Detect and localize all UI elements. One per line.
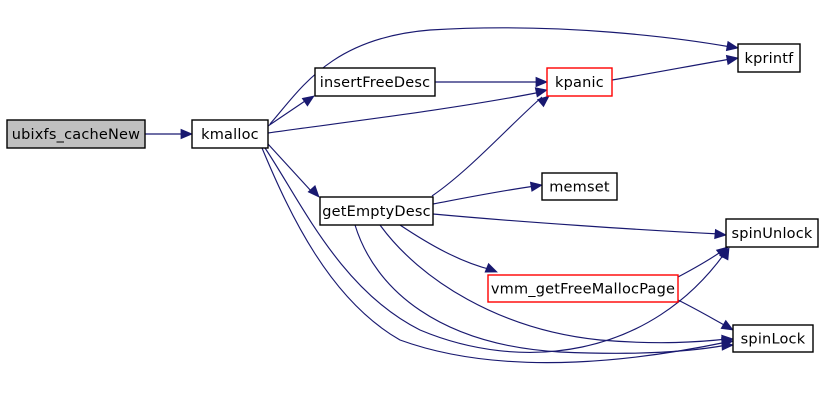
node-layer: ubixfs_cacheNew kmalloc insertFreeDesc kpan…	[6, 43, 819, 353]
arrowhead-kmalloc->kpanic	[534, 87, 549, 98]
node-box-memset[interactable]	[541, 172, 618, 201]
node-spinLock[interactable]: spinLock	[732, 324, 814, 353]
arrowhead-kmalloc->insertFreeDesc	[301, 95, 315, 107]
edge-kmalloc-to-kprintf	[269, 27, 732, 125]
node-box-spinUnlock[interactable]	[725, 218, 819, 248]
node-spinUnlock[interactable]: spinUnlock	[725, 218, 819, 248]
arrowhead-getEmptyDesc->spinLock2	[721, 340, 735, 351]
node-label-spinUnlock: spinUnlock	[731, 226, 812, 242]
node-box-ubixfs_cacheNew[interactable]	[6, 119, 146, 149]
edge-kmalloc-to-getEmptyDesc	[267, 143, 313, 193]
arrowhead-getEmptyDesc->kpanic	[536, 95, 550, 108]
node-kpanic[interactable]: kpanic	[546, 67, 613, 97]
node-box-kprintf[interactable]	[737, 43, 801, 73]
node-kmalloc[interactable]: kmalloc	[191, 119, 269, 149]
edge-kpanic-to-kprintf	[611, 58, 732, 81]
node-label-vmm_getFreeMallocPage: vmm_getFreeMallocPage	[491, 282, 675, 298]
arrowhead-kmalloc->kprintf	[725, 40, 740, 52]
node-box-vmm_getFreeMallocPage[interactable]	[487, 274, 679, 303]
node-label-getEmptyDesc: getEmptyDesc	[322, 204, 431, 220]
node-label-kprintf: kprintf	[745, 51, 795, 67]
edge-getEmptyDesc-to-memset	[432, 185, 537, 205]
arrowhead-layer	[180, 40, 740, 351]
edge-kmalloc-to-insertFreeDesc	[267, 98, 309, 127]
node-getEmptyDesc[interactable]: getEmptyDesc	[319, 196, 434, 226]
arrowhead-getEmptyDesc->spinUnlock	[714, 228, 728, 240]
node-insertFreeDesc[interactable]: insertFreeDesc	[314, 67, 436, 97]
node-box-getEmptyDesc[interactable]	[319, 196, 434, 226]
node-label-kpanic: kpanic	[555, 75, 604, 91]
node-box-kmalloc[interactable]	[191, 119, 269, 149]
node-label-spinLock: spinLock	[741, 332, 806, 348]
edge-getEmptyDesc-to-vmm_getFreeMallocPage	[399, 224, 493, 271]
arrowhead-vmm->spinLock	[720, 319, 734, 331]
node-ubixfs_cacheNew[interactable]: ubixfs_cacheNew	[6, 119, 146, 149]
node-vmm_getFreeMallocPage[interactable]: vmm_getFreeMallocPage	[487, 274, 679, 303]
node-label-ubixfs_cacheNew: ubixfs_cacheNew	[12, 127, 140, 143]
edge-getEmptyDesc-to-kpanic	[431, 96, 543, 197]
edge-kmalloc-to-spinUnlock	[264, 147, 728, 353]
node-box-spinLock[interactable]	[732, 324, 814, 353]
node-label-insertFreeDesc: insertFreeDesc	[320, 75, 431, 91]
edge-kmalloc-to-spinLock	[261, 147, 728, 364]
arrowhead-getEmptyDesc->vmm	[484, 262, 498, 273]
edge-getEmptyDesc-to-spinUnlock	[432, 213, 721, 235]
node-kprintf[interactable]: kprintf	[737, 43, 801, 73]
edge-getEmptyDesc-to-spinLock	[379, 224, 728, 344]
edge-kmalloc-to-kpanic	[267, 91, 542, 134]
node-label-kmalloc: kmalloc	[201, 127, 259, 143]
edge-getEmptyDesc-to-spinLock	[354, 224, 728, 354]
arrowhead-kpanic->kprintf	[725, 54, 740, 66]
arrowhead-vmm->spinUnlock	[715, 246, 729, 259]
edge-vmm_getFreeMallocPage-to-spinLock	[677, 299, 729, 328]
edge-layer	[145, 27, 732, 364]
node-box-insertFreeDesc[interactable]	[314, 67, 436, 97]
arrowhead-kmalloc->getEmptyDesc	[307, 185, 320, 198]
node-memset[interactable]: memset	[541, 172, 618, 201]
arrowhead-insertFreeDesc->kpanic	[535, 76, 549, 88]
edge-vmm_getFreeMallocPage-to-spinUnlock	[677, 250, 723, 278]
arrowhead-getEmptyDesc->memset	[529, 181, 544, 192]
node-label-memset: memset	[549, 180, 610, 196]
node-box-kpanic[interactable]	[546, 67, 613, 97]
arrowhead-ubixfs_cacheNew->kmalloc	[180, 128, 194, 140]
